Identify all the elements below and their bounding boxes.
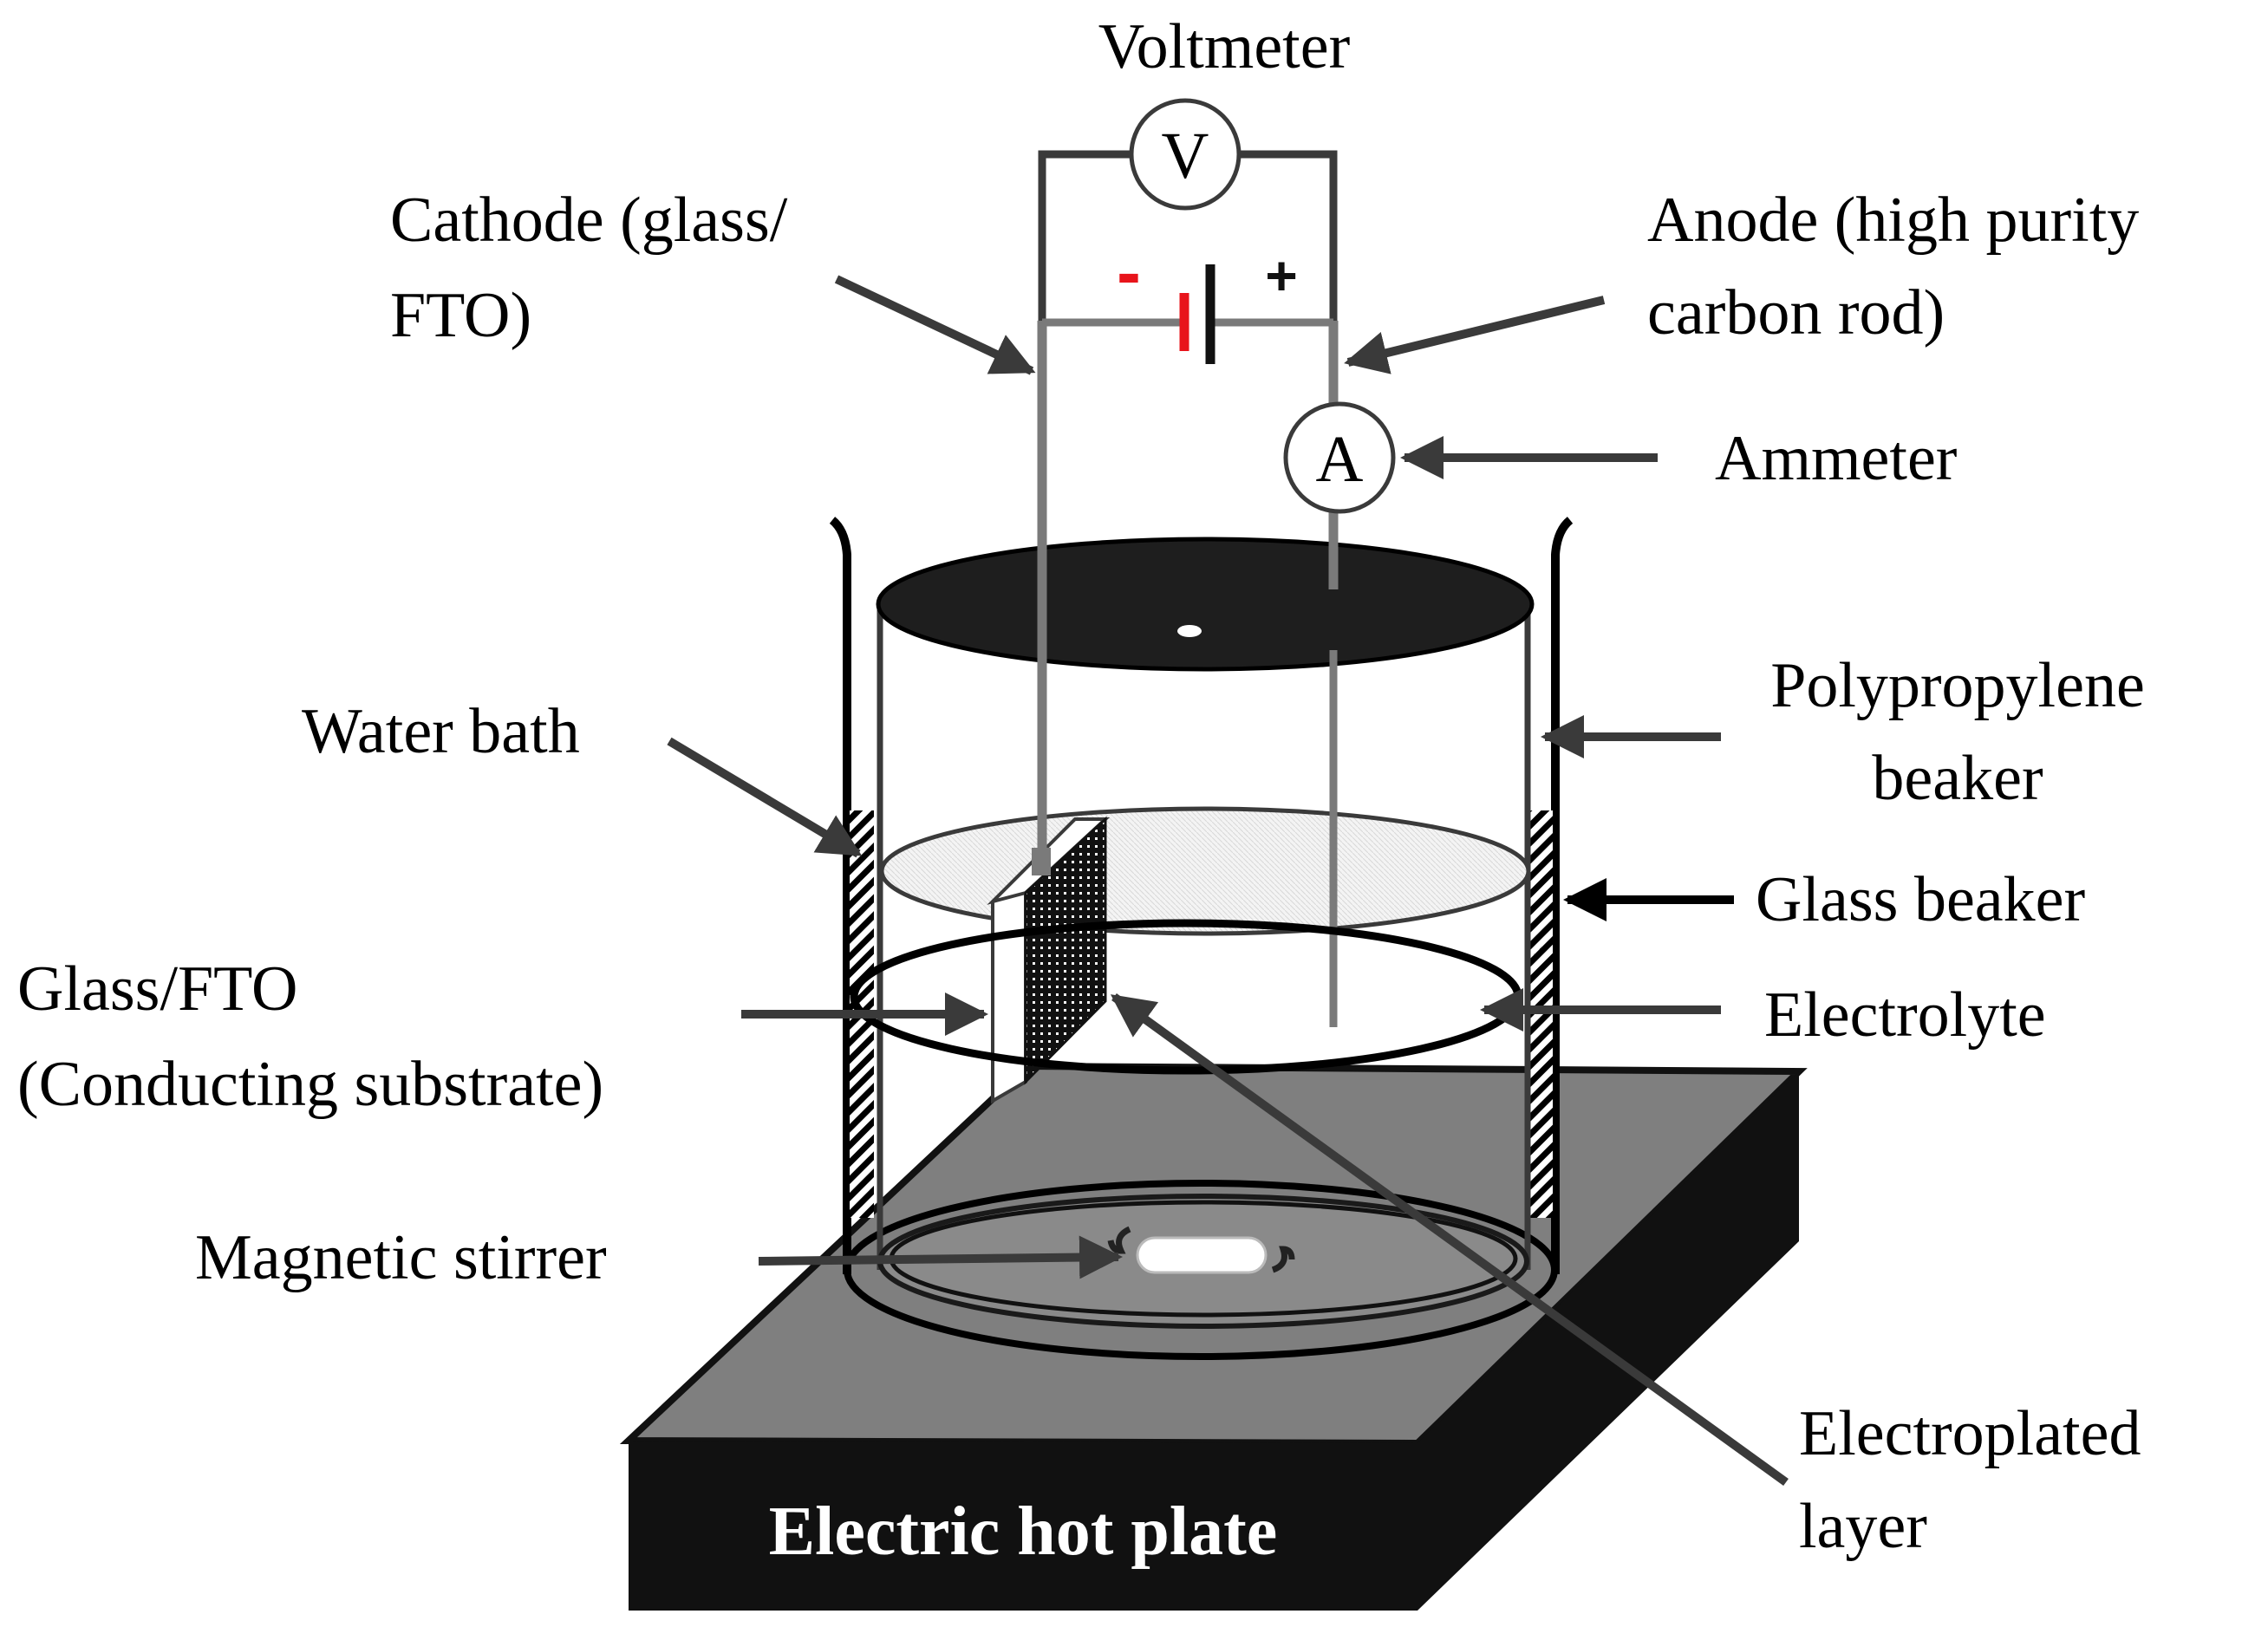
- voltmeter-meter: [1129, 98, 1242, 211]
- anode-label-line1: Anode (high purity: [1647, 185, 2139, 256]
- voltmeter-wire: [1038, 150, 1134, 321]
- polypropylene-label-line2: beaker: [1872, 743, 2043, 814]
- cathode-arrow: [834, 275, 1036, 375]
- battery-minus-sign: -: [1117, 231, 1141, 313]
- ammeter-symbol: A: [1316, 423, 1364, 496]
- electroplated-layer-surface: [1024, 816, 1107, 1085]
- polypropylene-beaker: [877, 607, 1531, 1329]
- glass-fto-substrate-front: [991, 865, 1027, 1104]
- electrolyte-label: Electrolyte: [1764, 979, 2046, 1051]
- cathode-label-line1: Cathode (glass/: [390, 185, 788, 256]
- magnetic-stirrer-arrow: [758, 1235, 1123, 1279]
- beaker-lid: [876, 537, 1535, 672]
- glass-fto-label-line2: (Conducting substrate): [17, 1049, 603, 1120]
- cathode-label-line2: FTO): [390, 280, 531, 351]
- water-bath-label: Water bath: [302, 696, 580, 767]
- electroplated-label-line1: Electroplated: [1799, 1398, 2141, 1469]
- glass-beaker-rim-left: [829, 517, 851, 1274]
- electric-hot-plate: Electric hot plate: [619, 1062, 1808, 1611]
- magnetic-stirrer: [1107, 1226, 1295, 1274]
- glass-beaker-base: [844, 1180, 1558, 1360]
- electroplated-label-line2: layer: [1799, 1491, 1927, 1562]
- polypropylene-label-line1: Polypropylene: [1770, 650, 2145, 721]
- electrolyte-surface: [879, 806, 1531, 936]
- voltmeter-wire-right: [1236, 150, 1338, 321]
- hot-plate-front: [629, 1441, 1418, 1611]
- stirrer-motion-right: [1271, 1246, 1295, 1273]
- glass-fto-label-line1: Glass/FTO: [17, 953, 297, 1025]
- water-bath-arrow: [667, 737, 863, 858]
- battery-plus-sign: +: [1265, 244, 1297, 307]
- cathode-electrode: [987, 321, 1111, 1104]
- magnetic-stirrer-label: Magnetic stirrer: [195, 1222, 607, 1293]
- ammeter-label: Ammeter: [1715, 423, 1957, 494]
- labels: Voltmeter Cathode (glass/ FTO) Anode (hi…: [17, 11, 2145, 1562]
- electroplated-layer-arrow: [1110, 992, 1789, 1487]
- circuit: - + V A: [1038, 98, 1396, 514]
- stirrer-bar: [1136, 1236, 1268, 1274]
- glass-beaker-label: Glass beaker: [1756, 864, 2085, 935]
- glass-beaker-rim-right: [1551, 517, 1574, 1274]
- anode-label-line2: carbon rod): [1647, 277, 1945, 348]
- anode-arrow: [1344, 296, 1606, 374]
- voltmeter-label: Voltmeter: [1098, 11, 1350, 82]
- voltmeter-symbol: V: [1162, 120, 1209, 192]
- ammeter-meter: [1283, 401, 1396, 514]
- hot-plate-side: [1418, 1071, 1799, 1611]
- lid-hole: [1177, 625, 1202, 637]
- pointer-arrows: [667, 275, 1789, 1487]
- hot-plate-label: Electric hot plate: [769, 1494, 1277, 1570]
